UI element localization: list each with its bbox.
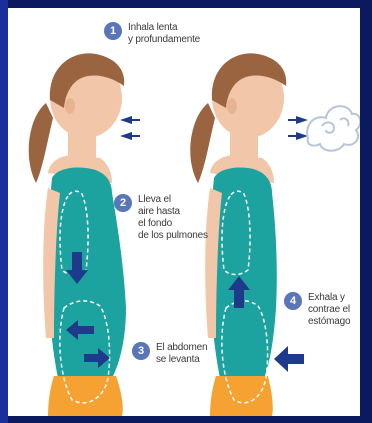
left-ear — [65, 98, 75, 114]
step-1-badge: 1 — [104, 22, 122, 40]
step-2: 2 Lleva el aire hasta el fondo de los pu… — [114, 194, 208, 242]
breathing-diagram: 1 Inhala lenta y profundamente 2 Lleva e… — [8, 8, 360, 416]
right-shorts — [210, 376, 273, 416]
arrow-in-icon — [120, 116, 140, 140]
step-4-badge: 4 — [284, 292, 302, 310]
frame-left-edge — [0, 0, 8, 423]
arrow-out-icon — [288, 116, 308, 140]
left-shorts — [48, 376, 123, 416]
step-1-text: Inhala lenta y profundamente — [128, 22, 200, 46]
step-2-text: Lleva el aire hasta el fondo de los pulm… — [138, 194, 208, 242]
step-4: 4 Exhala y contrae el estómago — [284, 292, 350, 328]
arrow-left-icon — [274, 346, 304, 372]
right-figure — [190, 53, 360, 416]
step-1: 1 Inhala lenta y profundamente — [104, 22, 200, 46]
step-3: 3 El abdomen se levanta — [132, 342, 207, 366]
step-3-badge: 3 — [132, 342, 150, 360]
breath-cloud-icon — [307, 106, 360, 151]
step-2-badge: 2 — [114, 194, 132, 212]
step-4-text: Exhala y contrae el estómago — [308, 292, 350, 328]
step-3-text: El abdomen se levanta — [156, 342, 207, 366]
right-ear — [227, 98, 237, 114]
